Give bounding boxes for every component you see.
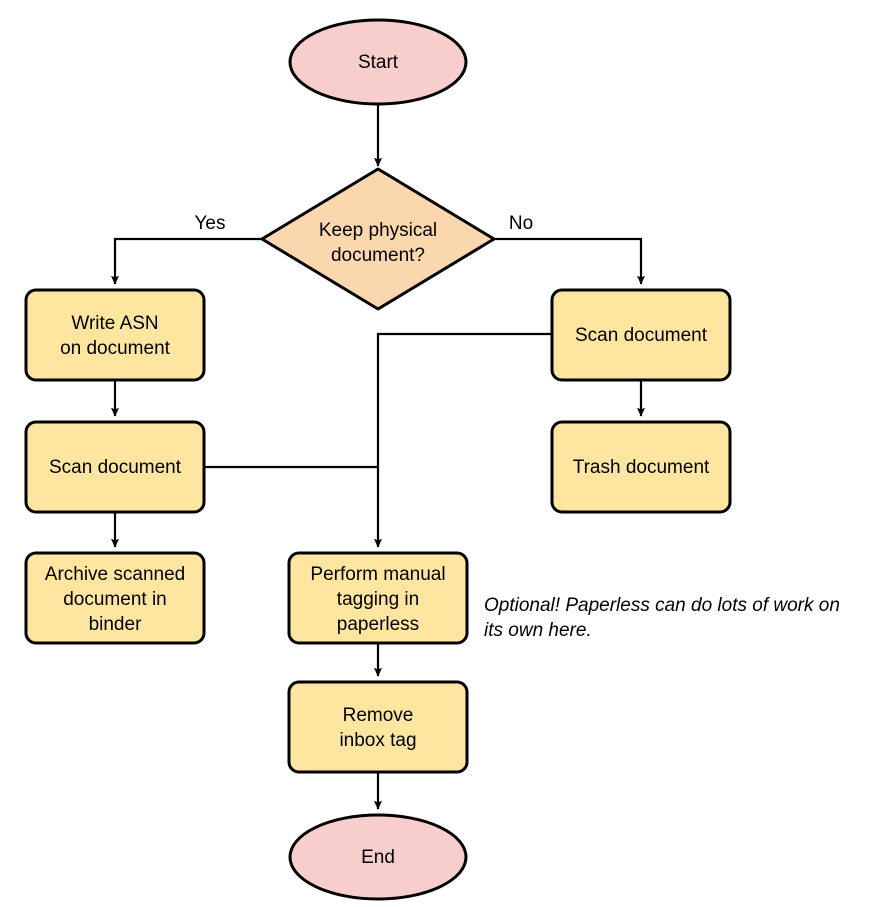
edge-labels-layer: Yes No [195, 213, 534, 234]
start-ellipse[interactable] [288, 18, 468, 106]
manual-tagging-box[interactable] [287, 551, 469, 645]
node-scan-document-left[interactable]: Scan document [24, 420, 206, 514]
manual-tagging-label-line2: tagging in [337, 589, 419, 610]
edge-decision-no [494, 237, 645, 285]
node-start[interactable]: Start [288, 18, 468, 106]
annotation-line1: Optional! Paperless can do lots of work … [484, 595, 840, 616]
node-remove-inbox-tag[interactable]: Remove inbox tag [287, 680, 469, 774]
trash-document-label: Trash document [573, 457, 710, 478]
decision-label-line1: Keep physical [319, 220, 437, 241]
start-label: Start [358, 52, 399, 73]
archive-binder-label-line2: document in [63, 589, 167, 610]
manual-tagging-label-line1: Perform manual [310, 564, 445, 585]
decision-label-line2: document? [331, 245, 425, 266]
decision-diamond[interactable] [260, 167, 496, 311]
node-end[interactable]: End [288, 813, 468, 901]
nodes-layer: Start Keep physical document? Write ASN … [24, 18, 732, 901]
node-keep-physical[interactable]: Keep physical document? [260, 167, 496, 311]
scan-document-left-label: Scan document [49, 457, 182, 478]
remove-inbox-tag-box[interactable] [287, 680, 469, 774]
end-label: End [361, 847, 395, 868]
remove-inbox-tag-label-line1: Remove [343, 705, 414, 726]
archive-binder-box[interactable] [24, 551, 206, 645]
write-asn-label-line2: on document [60, 338, 171, 359]
scan-document-right-box[interactable] [550, 288, 732, 382]
node-trash-document[interactable]: Trash document [550, 420, 732, 514]
edge-scan-right-to-tagging [374, 332, 552, 548]
edge-label-no: No [509, 213, 533, 234]
node-scan-document-right[interactable]: Scan document [550, 288, 732, 382]
archive-binder-label-line1: Archive scanned [45, 564, 185, 585]
node-manual-tagging[interactable]: Perform manual tagging in paperless [287, 551, 469, 645]
trash-document-box[interactable] [550, 420, 732, 514]
edge-decision-yes [111, 237, 262, 285]
node-write-asn[interactable]: Write ASN on document [24, 288, 206, 382]
manual-tagging-label-line3: paperless [337, 614, 419, 635]
end-ellipse[interactable] [288, 813, 468, 901]
node-archive-binder[interactable]: Archive scanned document in binder [24, 551, 206, 645]
edge-label-yes: Yes [195, 213, 226, 234]
write-asn-box[interactable] [24, 288, 206, 382]
write-asn-label-line1: Write ASN [71, 313, 158, 334]
annotation-line2: its own here. [484, 620, 592, 641]
scan-document-right-label: Scan document [575, 325, 708, 346]
annotation-note: Optional! Paperless can do lots of work … [484, 595, 840, 641]
scan-document-left-box[interactable] [24, 420, 206, 514]
edges-layer [111, 104, 645, 810]
archive-binder-label-line3: binder [89, 614, 142, 635]
remove-inbox-tag-label-line2: inbox tag [339, 730, 416, 751]
